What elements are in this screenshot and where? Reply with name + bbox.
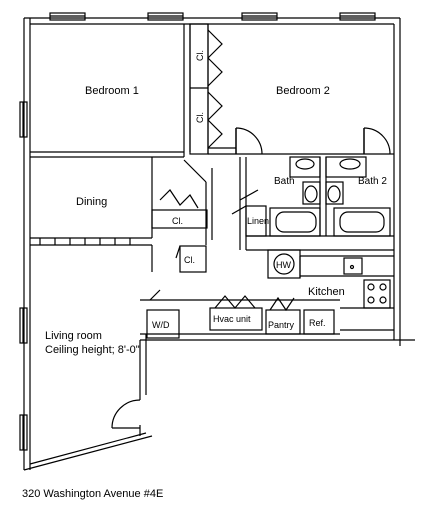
dining-label: Dining	[76, 196, 107, 208]
utility-row	[140, 289, 394, 341]
closet-doors-bedroom	[207, 29, 223, 149]
bedroom-walls	[30, 23, 394, 158]
pantry-label: Pantry	[268, 320, 295, 330]
bath-label: Bath	[274, 176, 295, 187]
living-walls	[111, 334, 147, 436]
ceiling-height-label: Ceiling height; 8'-0"	[45, 344, 140, 356]
linen-label: Linen	[247, 216, 269, 226]
closet-label-1: Cl.	[195, 50, 205, 61]
exterior-walls	[23, 17, 415, 471]
bedroom-2-door	[235, 127, 391, 155]
refrigerator-label: Ref.	[309, 318, 326, 328]
closet-dining-label: Cl.	[172, 216, 183, 226]
entry-closet	[151, 234, 207, 273]
kitchen-counters	[299, 255, 394, 331]
bedroom-2-label: Bedroom 2	[276, 85, 330, 97]
bath-fixtures	[269, 156, 391, 237]
dining-walls	[30, 157, 208, 246]
kitchen-label: Kitchen	[308, 286, 345, 298]
bath-2-label: Bath 2	[358, 176, 387, 187]
linen-closet	[231, 205, 267, 237]
entry-closet-label: Cl.	[184, 255, 195, 265]
hvac-label: Hvac unit	[213, 314, 251, 324]
address-caption: 320 Washington Avenue #4E	[22, 488, 163, 500]
windows-left	[19, 101, 28, 451]
water-heater-label: HW	[276, 260, 291, 270]
closet-label-2: Cl.	[195, 112, 205, 123]
washer-dryer-label: W/D	[152, 320, 170, 330]
windows-top	[49, 12, 376, 21]
living-room-label: Living room	[45, 330, 102, 342]
bedroom-1-label: Bedroom 1	[85, 85, 139, 97]
